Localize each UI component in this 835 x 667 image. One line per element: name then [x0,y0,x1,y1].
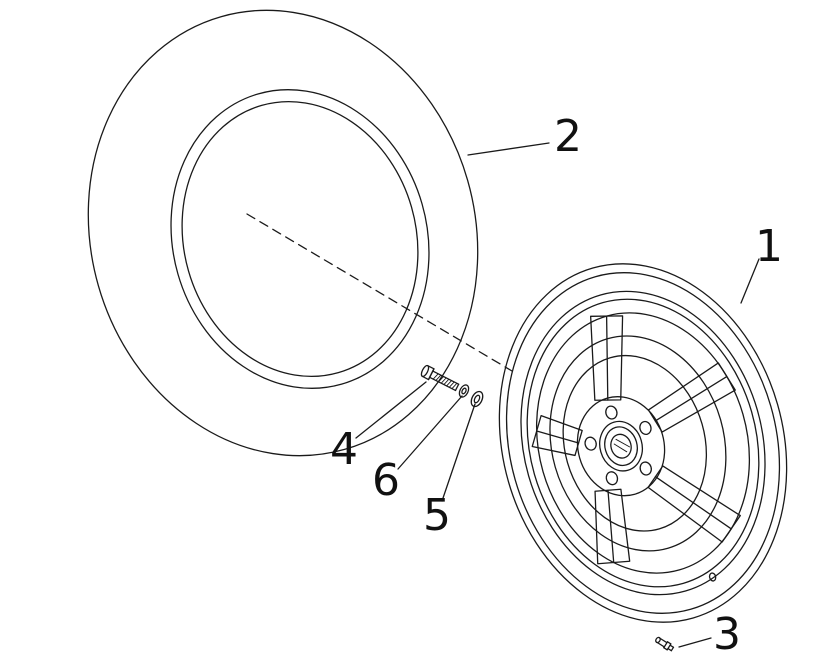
rim-barrel-outer [549,335,727,552]
rim-outer-lip [505,272,781,614]
rim-valve-hole [708,572,717,582]
washer-large [470,390,484,408]
tire-outer-edge [87,9,479,457]
tire-bead-inner [181,100,419,378]
callout-1-label: 1 [755,221,783,272]
spoke-right [647,362,736,433]
leader-2 [467,142,550,156]
spokes [531,315,741,565]
spoke-bottom-left [594,488,631,565]
callout-2-label: 2 [554,111,582,162]
axis-centerline [246,213,513,372]
rim-flange [526,298,760,588]
tire-bead-outer [170,89,430,389]
hub-bore-hatch [613,438,630,453]
leader-5 [441,403,476,502]
leader-3 [678,637,712,648]
rim-barrel-inner [562,354,708,532]
callout-3-label: 3 [713,609,741,660]
hub-bolt-holes [584,405,652,486]
leader-4 [355,381,427,439]
callout-5-label: 5 [423,490,451,541]
hub-plate [576,396,666,497]
hub [576,396,666,497]
callout-labels: 1 2 3 4 5 6 [330,111,783,660]
spoke-top [590,315,624,401]
rim-bead-seat [520,290,766,596]
spoke-bottom-right [647,465,741,543]
leader-6 [397,395,463,470]
tire [87,9,479,457]
callout-4-label: 4 [330,424,358,475]
axle-bolt [420,364,460,392]
callout-6-label: 6 [372,455,400,506]
washer-small [458,384,470,398]
leader-1 [740,258,760,304]
hub-bore-outer [604,426,638,467]
tyre-valve [655,636,675,652]
bolt-threads [432,373,458,390]
rim-outer-edge [498,263,788,623]
leader-lines [355,142,760,648]
spoke-left [531,414,583,457]
hub-bore-inner [610,433,632,459]
hub-ring [599,420,644,472]
wheel-rim [498,263,788,623]
